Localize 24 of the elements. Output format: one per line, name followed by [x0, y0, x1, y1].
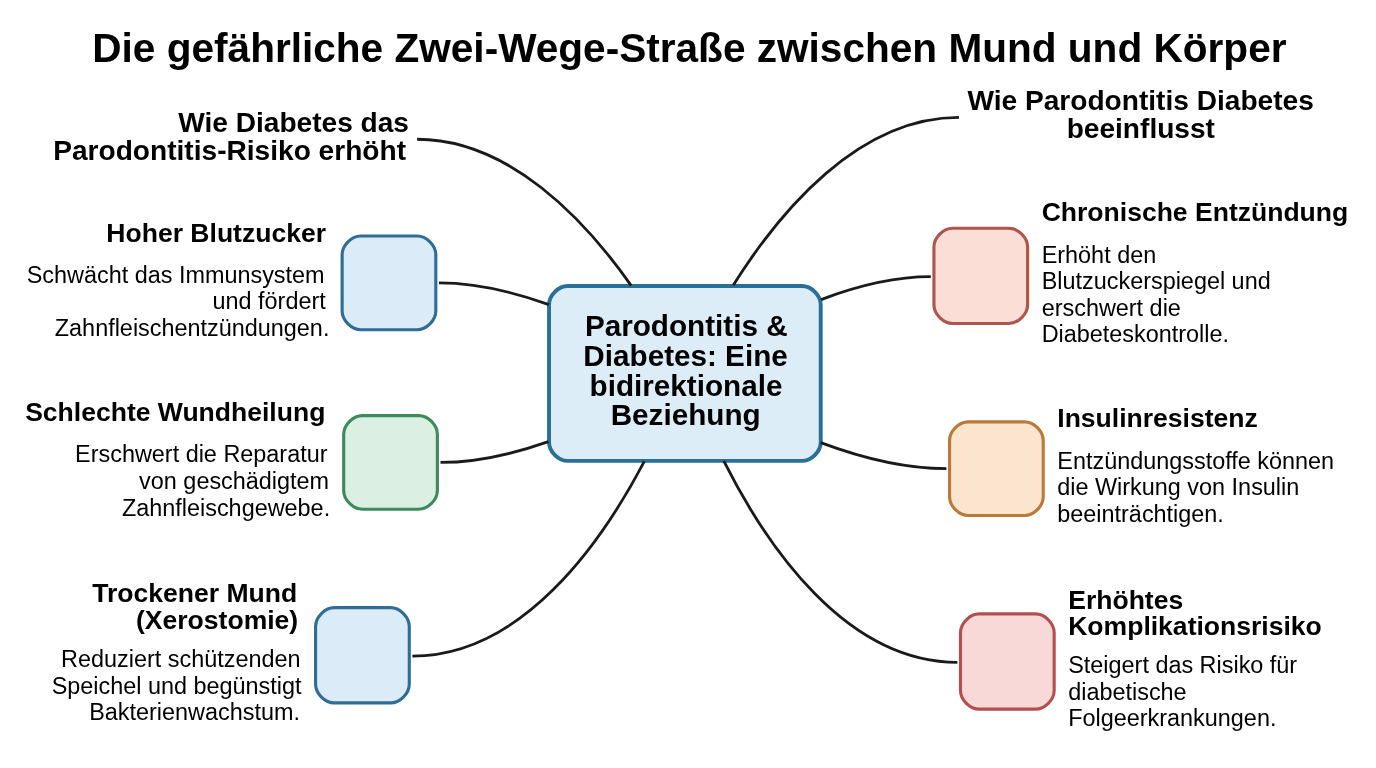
node-label: Steigert das Risiko für diabetische Folgeerkrankungen.: [1068, 652, 1298, 732]
connector: [820, 441, 947, 471]
node-label: Trockener Mund (Xerostomie): [92, 578, 299, 635]
node-label: Schwächt das Immunsystem und fördert Zahnfleischentzündungen.: [26, 261, 330, 341]
node-label: Schlechte Wundheilung: [25, 397, 326, 428]
node-label: Entzündungsstoffe können die Wirkung von Insulin beeinträchtigen.: [1057, 447, 1335, 527]
node-text: Wie Parodontitis Diabetes beeinflusst: [967, 85, 1314, 145]
node-label: Hoher Blutzucker: [106, 217, 327, 248]
connector: [820, 275, 931, 301]
connector: [732, 115, 960, 287]
node-box: Parodontitis & Diabetes: Eine bidirektionale Beziehung: [547, 284, 823, 463]
connector: [440, 440, 549, 464]
node-label: Erschwert die Reparatur von geschädigtem Zahnfleischgewebe.: [75, 441, 331, 521]
diagram-title: Die gefährliche Zwei-Wege-Straße zwischen Mund und Körper: [92, 25, 1287, 72]
connector: [412, 460, 646, 658]
connector: [417, 137, 633, 287]
node-text: Wie Diabetes das Parodontitis-Risiko erhöht: [53, 107, 409, 167]
node-label: Chronische Entzündung: [1041, 197, 1349, 228]
connector: [722, 460, 958, 664]
node-label: Erhöhtes Komplikationsrisiko: [1068, 584, 1322, 642]
connector: [438, 281, 550, 306]
node-label: Erhöht den Blutzuckerspiegel und erschwert die Diabeteskontrolle.: [1041, 241, 1271, 348]
node-label: Insulinresistenz: [1057, 403, 1258, 434]
node-label: Reduziert schützenden Speichel und begünstigt Bakterienwachstum.: [51, 646, 302, 726]
